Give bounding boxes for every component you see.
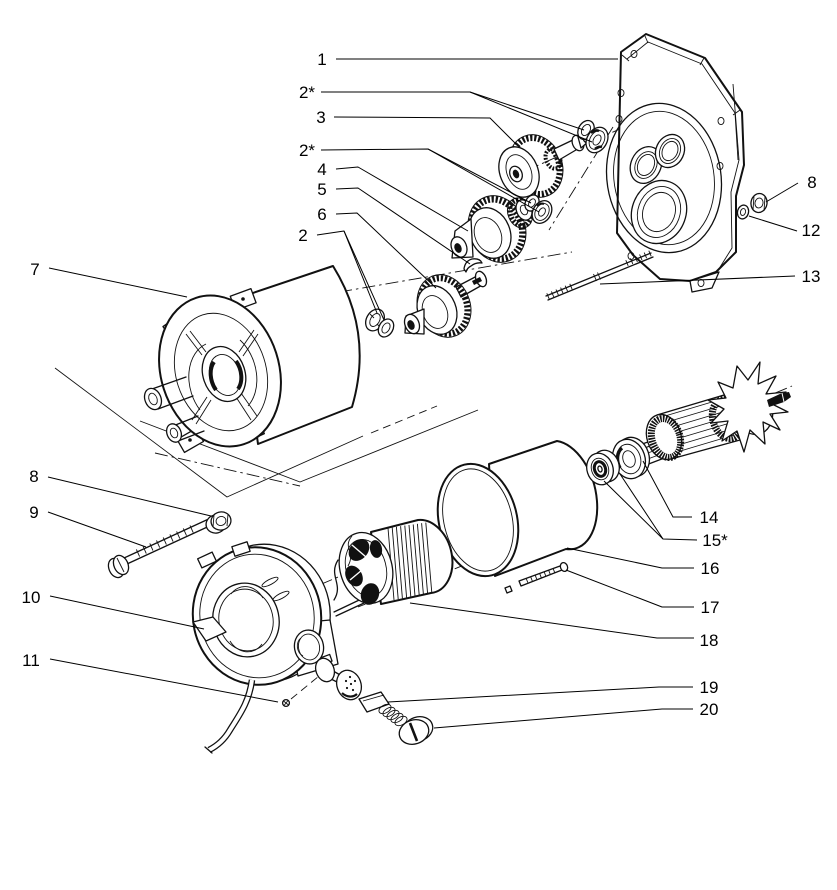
screw-part9	[107, 516, 217, 579]
part-label-16-18: 16	[701, 559, 720, 578]
part-label-6-6: 6	[317, 205, 326, 224]
leader-line-10-11	[49, 595, 205, 630]
part-label-10-11: 10	[22, 588, 41, 607]
leader-line-2*-3	[320, 148, 532, 204]
part-label-9-10: 9	[29, 503, 38, 522]
leader-line-17-19	[565, 569, 694, 608]
part-label-11-12: 11	[22, 651, 40, 670]
part-label-15*-17: 15*	[702, 531, 728, 550]
part-label-14-16: 14	[700, 508, 719, 527]
armature-part14	[630, 361, 791, 468]
part-label-7-8: 7	[30, 260, 39, 279]
part-label-12-14: 12	[802, 221, 821, 240]
screw-part11	[281, 698, 291, 708]
leader-line-18-20	[409, 602, 694, 639]
brush-plate-part18	[333, 518, 454, 617]
sleeve-part16	[436, 440, 599, 578]
part-label-17-19: 17	[701, 598, 720, 617]
leader-line-5-5	[335, 187, 471, 265]
part-label-1-0: 1	[317, 50, 326, 69]
screw-part17	[504, 561, 569, 594]
leader-line-9-10	[47, 511, 147, 548]
leader-line-20-22	[433, 708, 693, 729]
part-label-8-9: 8	[29, 467, 38, 486]
part-label-4-4: 4	[317, 160, 326, 179]
gear-part6	[403, 270, 488, 338]
washer-bearing-2star-upper	[577, 119, 609, 154]
brush-part19	[314, 653, 408, 727]
leader-line-14-16	[642, 460, 692, 518]
leader-line-16-18	[566, 547, 694, 569]
nut-part8-right	[750, 192, 768, 214]
leader-line-3-2	[333, 116, 517, 145]
leader-line-2*-3	[427, 148, 540, 213]
leader-line-7-8	[48, 267, 188, 298]
washer-part12	[736, 204, 750, 220]
leader-line-11-12	[49, 658, 279, 703]
leader-line-2*-1	[469, 91, 593, 143]
part-label-2-7: 2	[298, 226, 307, 245]
bearing-15star	[586, 436, 651, 486]
gear-housing-part1	[605, 33, 745, 293]
stator-part7	[143, 265, 361, 454]
key-part5	[463, 258, 483, 273]
leader-line-19-21	[387, 686, 693, 703]
leader-line-15*-17	[619, 473, 664, 540]
part-label-2*-1: 2*	[299, 83, 315, 102]
washers-part2	[365, 308, 395, 338]
brush-cap-part20	[398, 716, 434, 745]
leader-line-8-9	[47, 476, 212, 517]
leader-line-13-15	[599, 275, 796, 285]
leader-line-6-6	[335, 212, 437, 289]
threaded-rod-part13	[545, 250, 654, 301]
part-label-19-21: 19	[700, 678, 719, 697]
part-label-20-22: 20	[700, 700, 719, 719]
leader-line-4-4	[335, 166, 469, 232]
part-label-5-5: 5	[317, 180, 326, 199]
end-housing-part10	[191, 541, 339, 754]
part-label-18-20: 18	[700, 631, 719, 650]
part-label-8-13: 8	[807, 173, 816, 192]
part-label-2*-3: 2*	[299, 141, 315, 160]
leader-line-2-7	[343, 230, 385, 321]
washer-bearing-2star-lower	[524, 194, 553, 224]
leader-line-8-13	[765, 182, 799, 203]
leader-line-15*-17	[603, 480, 698, 541]
nut-part8-left	[205, 511, 232, 534]
part-label-13-15: 13	[802, 267, 821, 286]
leader-line-2*-1	[321, 91, 585, 131]
part-label-3-2: 3	[316, 108, 325, 127]
leader-line-12-14	[748, 215, 798, 232]
